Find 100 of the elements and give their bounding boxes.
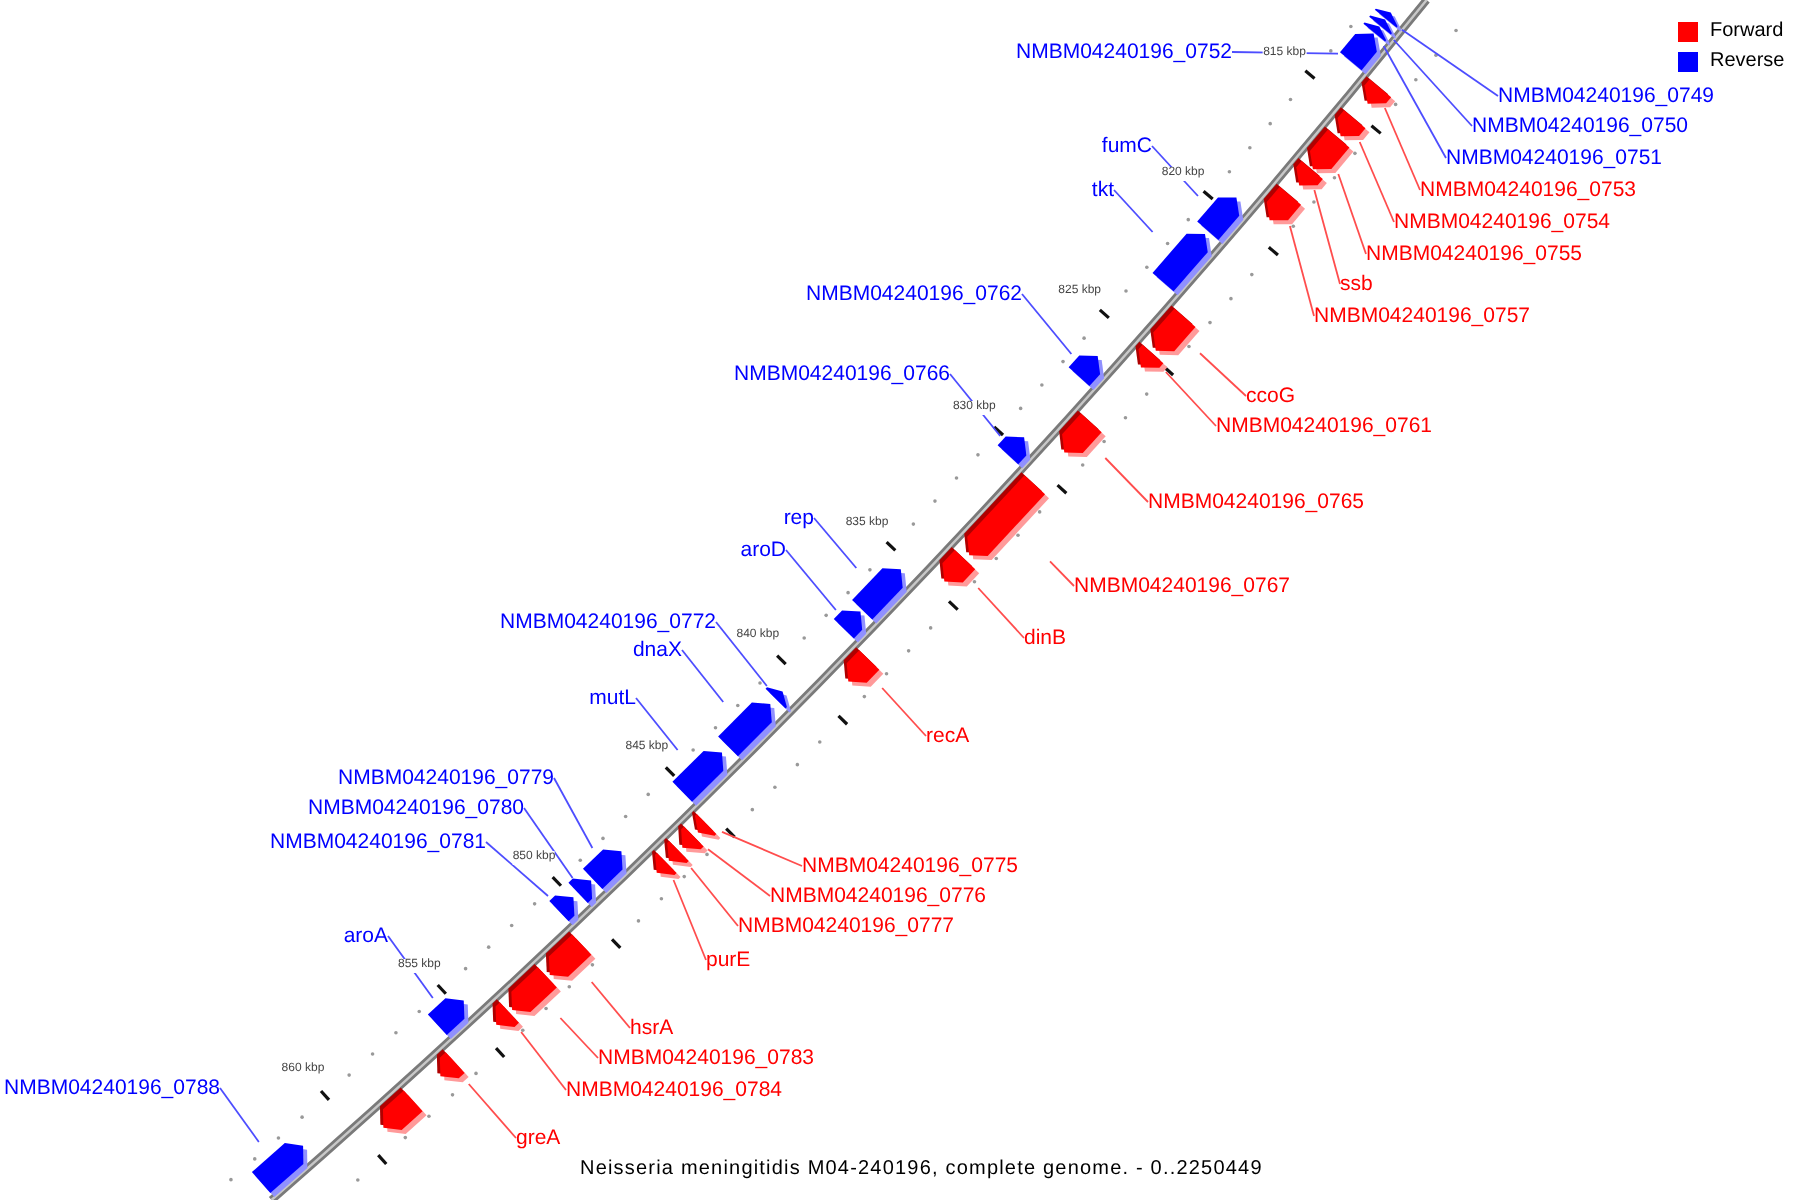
gene-block	[1338, 32, 1382, 76]
leader-line	[785, 549, 837, 611]
gene-label: NMBM04240196_0762	[806, 282, 1022, 306]
leader-line	[1199, 352, 1247, 397]
leader-line	[1392, 39, 1473, 127]
gene-block	[426, 998, 470, 1040]
gene-block	[842, 646, 884, 688]
gene-label: NMBM04240196_0775	[802, 854, 1018, 878]
gene-label: NMBM04240196_0788	[4, 1076, 220, 1100]
leader-line	[1337, 173, 1367, 255]
leader-line	[949, 373, 1002, 437]
leader-line	[635, 697, 679, 751]
gene-label: fumC	[1101, 134, 1152, 158]
gene-label: tkt	[1091, 178, 1114, 202]
gene-block	[1152, 232, 1212, 296]
gene-block	[938, 546, 980, 588]
gene-block	[250, 1142, 308, 1198]
gene-label: NMBM04240196_0750	[1472, 114, 1688, 138]
gene-label: recA	[926, 724, 970, 748]
gene-label: ccoG	[1246, 384, 1296, 408]
gene-block	[548, 894, 580, 926]
gene-label: dnaX	[632, 638, 682, 662]
gene-label: NMBM04240196_0776	[770, 884, 986, 908]
gene-block	[1196, 196, 1244, 244]
gene-block	[508, 964, 562, 1018]
leader-line	[1104, 457, 1149, 503]
leader-line	[672, 879, 707, 961]
gene-label: NMBM04240196_0752	[1016, 40, 1232, 64]
gene-block	[1262, 182, 1306, 226]
leader-line	[721, 830, 803, 867]
leader-line	[1049, 560, 1075, 587]
gene-block	[664, 838, 694, 868]
gene-label: NMBM04240196_0781	[270, 830, 486, 854]
gene-block	[1360, 76, 1396, 108]
gene-label: NMBM04240196_0772	[500, 610, 716, 634]
gene-label: mutL	[589, 686, 636, 710]
gene-label: NMBM04240196_0767	[1074, 574, 1290, 598]
gene-label: dinB	[1024, 626, 1067, 650]
gene-block	[672, 750, 728, 806]
leader-line	[553, 777, 594, 849]
gene-label: rep	[783, 506, 814, 530]
leader-line	[813, 517, 858, 569]
gene-label: NMBM04240196_0783	[598, 1046, 814, 1070]
gene-block	[1058, 410, 1106, 458]
leader-line	[1382, 45, 1447, 159]
gene-block	[996, 436, 1032, 470]
gene-block	[718, 702, 776, 762]
leader-line	[467, 1083, 517, 1139]
leader-line	[707, 848, 771, 897]
leader-line	[1021, 293, 1073, 355]
leader-line	[681, 649, 725, 703]
leader-line	[1289, 225, 1315, 317]
legend-label: Forward	[1710, 20, 1784, 44]
gene-label: aroD	[740, 538, 786, 562]
gene-label: NMBM04240196_0754	[1394, 210, 1610, 234]
gene-block	[436, 1048, 470, 1084]
gene-label: NMBM04240196_0751	[1446, 146, 1662, 170]
gene-block	[678, 822, 708, 854]
gene-label: ssb	[1340, 272, 1373, 296]
leader-line	[715, 621, 768, 687]
leader-line	[881, 687, 927, 737]
gene-label: NMBM04240196_0761	[1216, 414, 1432, 438]
gene-label: NMBM04240196_0779	[338, 766, 554, 790]
gene-label: hsrA	[630, 1016, 674, 1040]
gene-label: NMBM04240196_0749	[1498, 84, 1714, 108]
gene-block	[1292, 158, 1328, 190]
leader-line	[387, 935, 434, 999]
gene-block	[832, 610, 868, 644]
gene-label: aroA	[343, 924, 388, 948]
gene-label: NMBM04240196_0765	[1148, 490, 1364, 514]
leader-line	[559, 1017, 599, 1059]
gene-block	[544, 930, 596, 982]
leader-line	[590, 981, 631, 1029]
leader-line	[1164, 371, 1217, 427]
gene-block	[1134, 340, 1168, 372]
leader-line	[1313, 189, 1341, 285]
leader-line	[1113, 189, 1154, 233]
gene-block	[690, 810, 722, 840]
legend-label: Reverse	[1710, 50, 1785, 74]
gene-block	[378, 1086, 428, 1136]
leader-line	[523, 807, 574, 879]
gene-block	[964, 472, 1050, 562]
gene-block	[652, 848, 682, 880]
leader-line	[520, 1031, 567, 1091]
leader-line	[1358, 141, 1395, 223]
gene-label: NMBM04240196_0753	[1420, 178, 1636, 202]
gene-label: greA	[516, 1126, 561, 1150]
leader-line	[1401, 28, 1499, 97]
gene-block	[1068, 354, 1106, 392]
leader-line	[485, 841, 549, 897]
leader-line	[690, 867, 739, 927]
caption: Neisseria meningitidis M04-240196, complete genome. - 0..2250449	[580, 1158, 1263, 1182]
gene-block	[1306, 126, 1354, 174]
leader-line	[977, 587, 1025, 639]
leader-line	[1383, 107, 1421, 191]
gene-label: NMBM04240196_0784	[566, 1078, 782, 1102]
gene-block	[1334, 106, 1370, 142]
gene-label: NMBM04240196_0777	[738, 914, 954, 938]
gene-label: NMBM04240196_0766	[734, 362, 950, 386]
leader-line	[219, 1087, 260, 1143]
